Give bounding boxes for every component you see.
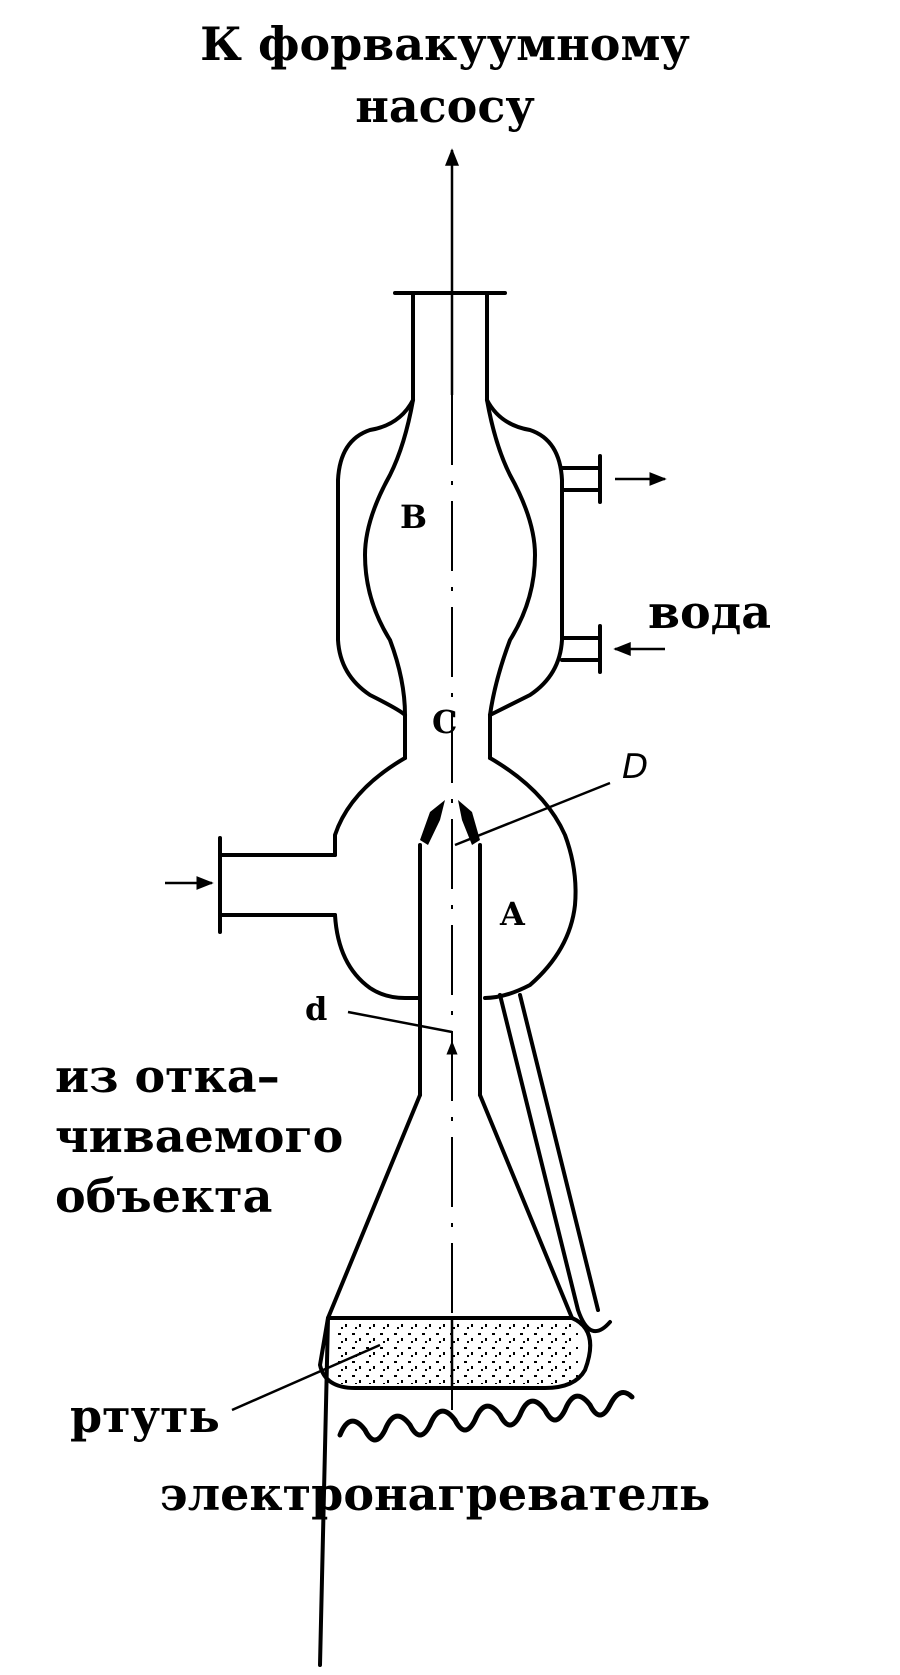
label-d-leader — [347, 1010, 453, 1034]
label-C: C — [432, 703, 457, 741]
mercury-leader — [231, 1343, 381, 1412]
venturi-inner — [363, 398, 537, 717]
label-A: A — [499, 895, 526, 933]
inlet-side-tube — [218, 836, 337, 934]
label-d: d — [305, 990, 327, 1028]
source-label-line1: из отка– — [55, 1049, 280, 1103]
title-line1: К форвакуумному — [200, 17, 690, 71]
title-line2: насосу — [355, 79, 535, 133]
nozzle-D-right — [458, 800, 480, 845]
label-D-leader — [454, 781, 611, 847]
nozzle-D — [420, 800, 445, 845]
return-tube — [498, 993, 612, 1334]
mercury-fill — [333, 1322, 578, 1384]
heater-label: электронагреватель — [160, 1467, 711, 1521]
water-label: вода — [648, 585, 771, 639]
heater-coil — [337, 1390, 635, 1443]
source-label-line3: объекта — [55, 1169, 272, 1223]
label-B: B — [400, 498, 427, 536]
source-label-line2: чиваемого — [55, 1109, 343, 1163]
mercury-label: ртуть — [70, 1389, 220, 1443]
water-jacket — [336, 398, 564, 717]
chamber-A — [333, 756, 578, 1000]
water-inlet-port — [560, 624, 602, 674]
label-D: D — [622, 747, 648, 787]
water-outlet-port — [560, 454, 602, 504]
